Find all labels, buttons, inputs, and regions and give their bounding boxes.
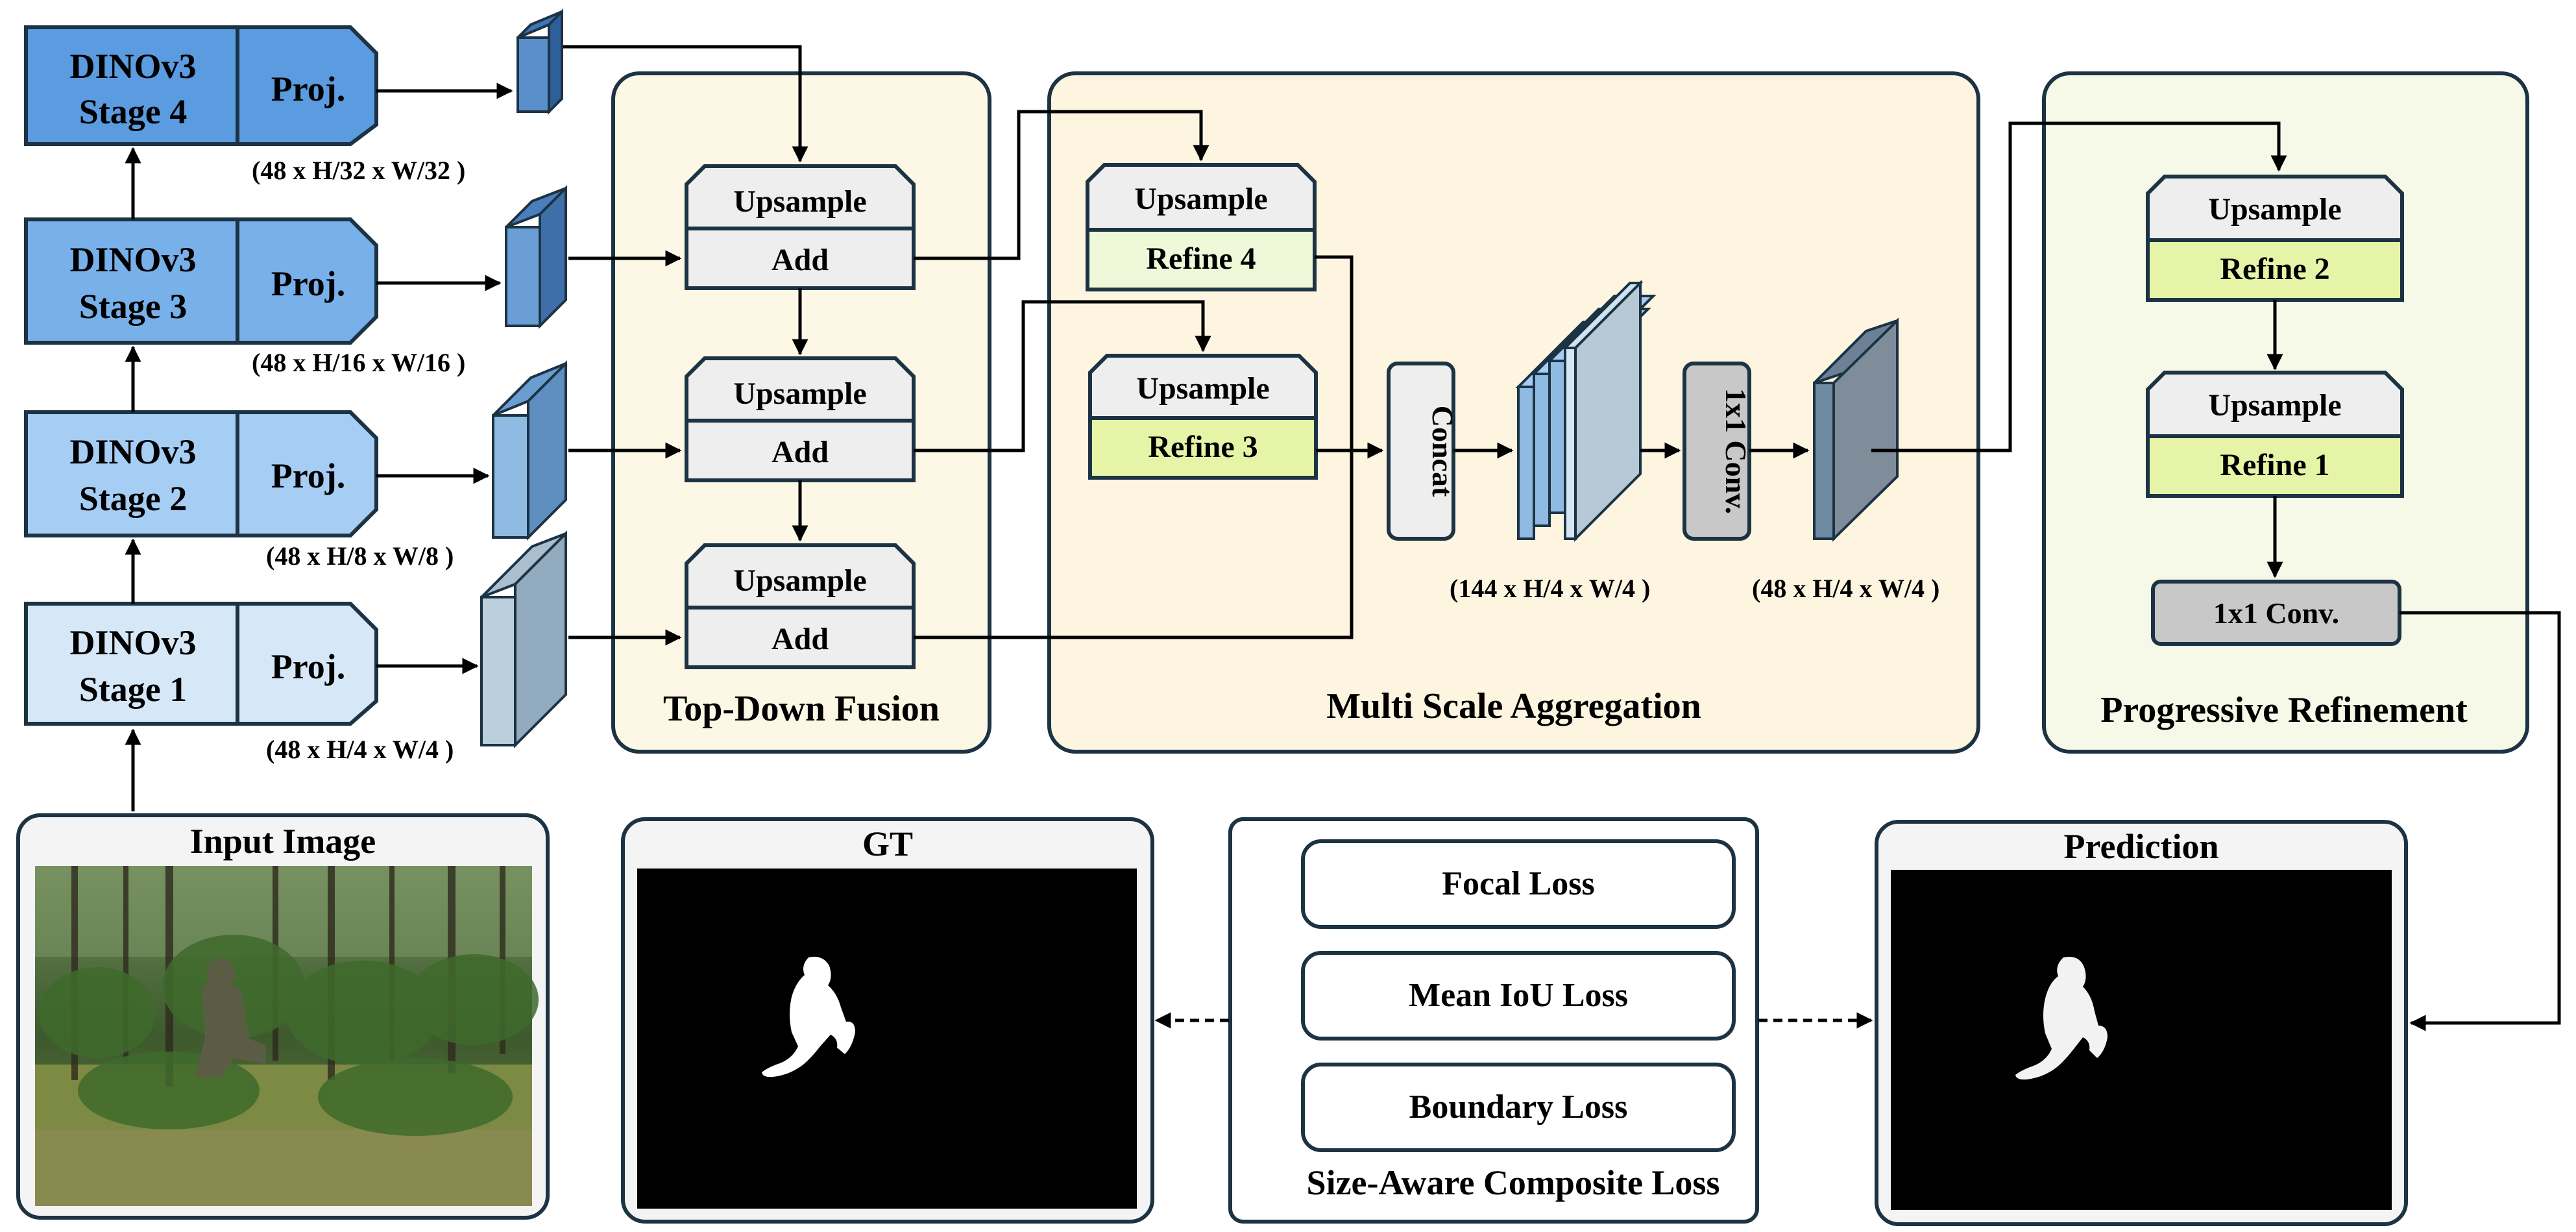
- prediction-mask-silhouette: [2015, 957, 2108, 1080]
- loss-item-mean-iou: [1301, 951, 1736, 1041]
- prediction-panel: Prediction: [1875, 820, 2408, 1226]
- stage-4-label-line1: DINOv3: [69, 47, 196, 86]
- stage-3-label-line1: DINOv3: [69, 240, 196, 279]
- fusion-block-2: Upsample Add: [685, 356, 916, 482]
- fusion-block-3: Upsample Add: [685, 543, 916, 669]
- refinement-block-refine-1-top: Upsample: [2208, 388, 2341, 423]
- gt-title: GT: [862, 824, 913, 863]
- loss-panel: Focal Loss Mean IoU Loss Boundary Loss S…: [1228, 817, 1759, 1224]
- aggregation-block-refine-4-top: Upsample: [1134, 182, 1267, 216]
- loss-title: Size-Aware Composite Loss: [1307, 1163, 1720, 1202]
- refinement-block-refine-1: Upsample Refine 1: [2146, 371, 2404, 498]
- aggregation-block-refine-3-top: Upsample: [1136, 371, 1269, 406]
- fusion-block-2-bottom: Add: [772, 435, 829, 469]
- stage-1-proj-label: Proj.: [271, 647, 345, 686]
- input-image-photo: [35, 866, 539, 1206]
- gt-mask-silhouette: [762, 956, 855, 1078]
- backbone-stage-2: DINOv3 Stage 2 Proj.: [24, 410, 378, 537]
- fusion-block-1-top: Upsample: [733, 184, 866, 219]
- stage-4-shape: (48 x H/32 x W/32 ): [252, 156, 465, 185]
- stage-3-proj-label: Proj.: [271, 264, 345, 303]
- stage-2-label-line2: Stage 2: [79, 479, 187, 518]
- fusion-block-2-top: Upsample: [733, 376, 866, 411]
- concat-shape: (144 x H/4 x W/4 ): [1450, 574, 1650, 603]
- refinement-block-refine-2-top: Upsample: [2208, 192, 2341, 227]
- stage-2-shape: (48 x H/8 x W/8 ): [266, 541, 454, 571]
- refinement-block-refine-2-bottom: Refine 2: [2220, 252, 2329, 286]
- fusion-block-3-top: Upsample: [733, 563, 866, 598]
- loss-item-mean-iou-label: Mean IoU Loss: [1409, 977, 1628, 1014]
- loss-item-focal-label: Focal Loss: [1442, 865, 1594, 902]
- refinement-conv-block: 1x1 Conv.: [2151, 580, 2401, 646]
- aggregation-title: Multi Scale Aggregation: [1326, 686, 1701, 726]
- fusion-block-1-bottom: Add: [772, 243, 829, 277]
- fusion-block-1: Upsample Add: [685, 164, 916, 290]
- prediction-title: Prediction: [2064, 827, 2219, 866]
- aggregation-conv-block: 1x1 Conv.: [1683, 362, 1753, 541]
- prediction-mask-image: [1891, 870, 2392, 1210]
- aggregated-feature-map: [1813, 317, 1899, 542]
- fusion-block-3-bottom: Add: [772, 622, 829, 656]
- stage-4-label-line2: Stage 4: [79, 92, 187, 131]
- input-image-title: Input Image: [190, 822, 376, 861]
- aggregation-block-refine-3-bottom: Refine 3: [1148, 430, 1258, 464]
- stage-4-proj-label: Proj.: [271, 69, 345, 108]
- stage-2-proj-label: Proj.: [271, 456, 345, 495]
- backbone-stage-3: DINOv3 Stage 3 Proj.: [24, 217, 378, 345]
- stage-1-shape: (48 x H/4 x W/4 ): [266, 735, 454, 764]
- conv-shape: (48 x H/4 x W/4 ): [1752, 574, 1939, 603]
- loss-item-boundary: [1301, 1063, 1736, 1152]
- aggregation-block-refine-4: Upsample Refine 4: [1086, 163, 1317, 291]
- feature-map-stage-3: [505, 185, 567, 329]
- loss-item-focal: [1301, 839, 1736, 929]
- stage-3-label-line2: Stage 3: [79, 287, 187, 326]
- refinement-title: Progressive Refinement: [2100, 690, 2468, 730]
- gt-mask-image: [637, 869, 1137, 1209]
- stage-3-shape: (48 x H/16 x W/16 ): [252, 348, 465, 377]
- refinement-conv-label: 1x1 Conv.: [2213, 597, 2339, 630]
- fusion-title: Top-Down Fusion: [663, 689, 940, 729]
- feature-map-stage-4: [516, 8, 563, 115]
- refinement-block-refine-2: Upsample Refine 2: [2146, 175, 2404, 302]
- aggregation-block-refine-4-bottom: Refine 4: [1146, 241, 1256, 276]
- concatenated-feature-stack: [1515, 280, 1657, 542]
- stage-1-label-line2: Stage 1: [79, 670, 187, 709]
- backbone-stage-4: DINOv3 Stage 4 Proj.: [24, 25, 378, 146]
- concat-block: Concat: [1387, 362, 1459, 541]
- aggregation-conv-label: 1x1 Conv.: [1719, 388, 1753, 514]
- gt-panel: GT: [621, 817, 1154, 1224]
- loss-item-boundary-label: Boundary Loss: [1409, 1089, 1628, 1126]
- stage-1-label-line1: DINOv3: [69, 623, 196, 662]
- stage-2-label-line1: DINOv3: [69, 432, 196, 471]
- aggregation-block-refine-3: Upsample Refine 3: [1088, 354, 1318, 480]
- input-image-panel: Input Image: [16, 813, 550, 1220]
- feature-map-stage-2: [492, 360, 567, 541]
- refinement-block-refine-1-bottom: Refine 1: [2220, 448, 2329, 482]
- feature-map-stage-1: [480, 530, 567, 748]
- backbone-stage-1: DINOv3 Stage 1 Proj.: [24, 602, 378, 726]
